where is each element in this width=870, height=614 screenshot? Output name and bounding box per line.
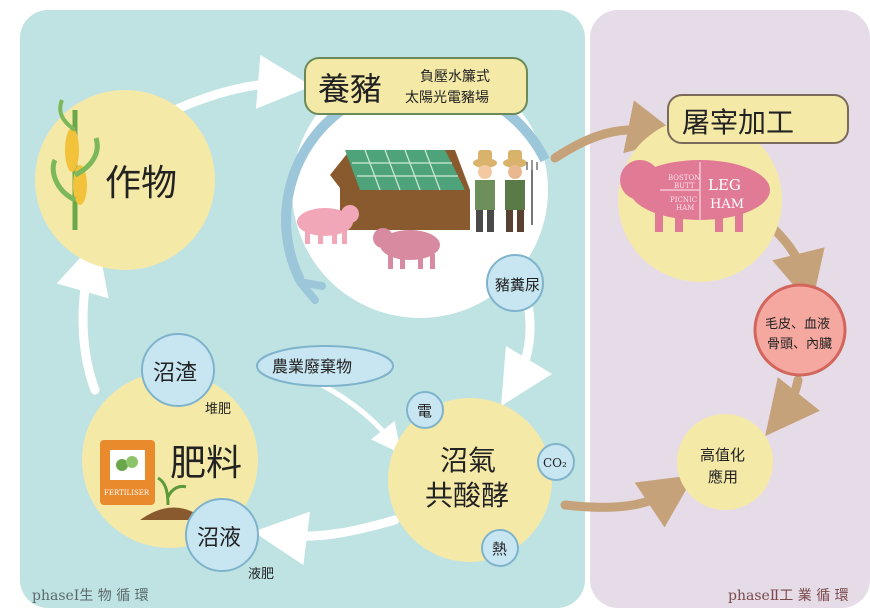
cut-ham-small: HAM (676, 204, 694, 212)
co2-bubble: CO₂ (537, 443, 575, 481)
pig-farm-node: 養豬 負壓水簾式 太陽光電豬場 (281, 57, 550, 318)
crops-node: 作物 (35, 90, 215, 270)
high-value-line1: 高值化 (700, 446, 745, 464)
biogas-node: 沼氣 共酸酵 (388, 398, 552, 562)
cut-ham: HAM (710, 197, 744, 212)
fertilizer-bag-icon: FERTILISER (100, 440, 155, 505)
pork-cuts-pig-icon: BOSTON BUTT PICNIC HAM LEG HAM (620, 160, 770, 232)
co2-label: CO₂ (543, 456, 567, 470)
pig-icon (373, 228, 440, 269)
residue-note: 堆肥 (205, 402, 231, 417)
slaughter-node: BOSTON BUTT PICNIC HAM LEG HAM 屠宰加工 (618, 94, 849, 282)
residue-bubble: 沼渣 (141, 333, 215, 407)
heat-bubble: 熱 (481, 529, 519, 567)
residue-label: 沼渣 (153, 361, 197, 386)
high-value-bubble: 高值化 應用 (677, 414, 773, 510)
crops-title: 作物 (105, 163, 177, 204)
slaughter-title-box (667, 94, 849, 144)
phase2-label: phaseⅡ工 業 循 環 (728, 588, 849, 604)
cut-leg: LEG (708, 176, 741, 194)
biogas-title-line1: 沼氣 (440, 444, 496, 477)
electricity-label: 電 (417, 402, 432, 420)
phase1-label: phaseⅠ生 物 循 環 (32, 588, 149, 604)
liquid-bubble: 沼液 (185, 498, 259, 572)
pig-farm-subtitle-1: 負壓水簾式 (420, 69, 490, 85)
soil-sprout-icon (140, 476, 205, 520)
high-value-line2: 應用 (708, 468, 738, 486)
barn-icon (330, 149, 470, 230)
cut-butt: BUTT (674, 182, 695, 190)
pig-farm-title-box (304, 57, 528, 115)
cut-boston: BOSTON (668, 174, 700, 182)
slaughter-title: 屠宰加工 (682, 106, 794, 139)
pig-farm-title: 養豬 (318, 70, 382, 108)
manure-label: 豬糞尿 (495, 276, 540, 294)
heat-label: 熱 (492, 540, 507, 558)
fertilizer-bag-label: FERTILISER (104, 489, 150, 497)
byproducts-bubble: 毛皮、血液 骨頭、內臟 (753, 283, 847, 377)
biogas-title-line2: 共酸酵 (425, 479, 509, 512)
liquid-label: 沼液 (197, 526, 241, 551)
pig-farm-subtitle-2: 太陽光電豬場 (405, 90, 489, 106)
pig-icon (297, 205, 359, 244)
industrial-arrows (550, 100, 825, 528)
corn-icon (50, 99, 100, 230)
agri-waste-bubble: 農業廢棄物 (256, 345, 394, 387)
agri-waste-label: 農業廢棄物 (272, 357, 352, 376)
manure-bubble: 豬糞尿 (486, 254, 544, 312)
farmers-icon (473, 150, 538, 232)
byproducts-line1: 毛皮、血液 (765, 317, 830, 332)
liquid-note: 液肥 (248, 567, 274, 582)
cut-picnic: PICNIC (670, 196, 697, 204)
electricity-bubble: 電 (406, 391, 444, 429)
byproducts-line2: 骨頭、內臟 (767, 337, 832, 352)
fertilizer-title: 肥料 (170, 443, 242, 484)
